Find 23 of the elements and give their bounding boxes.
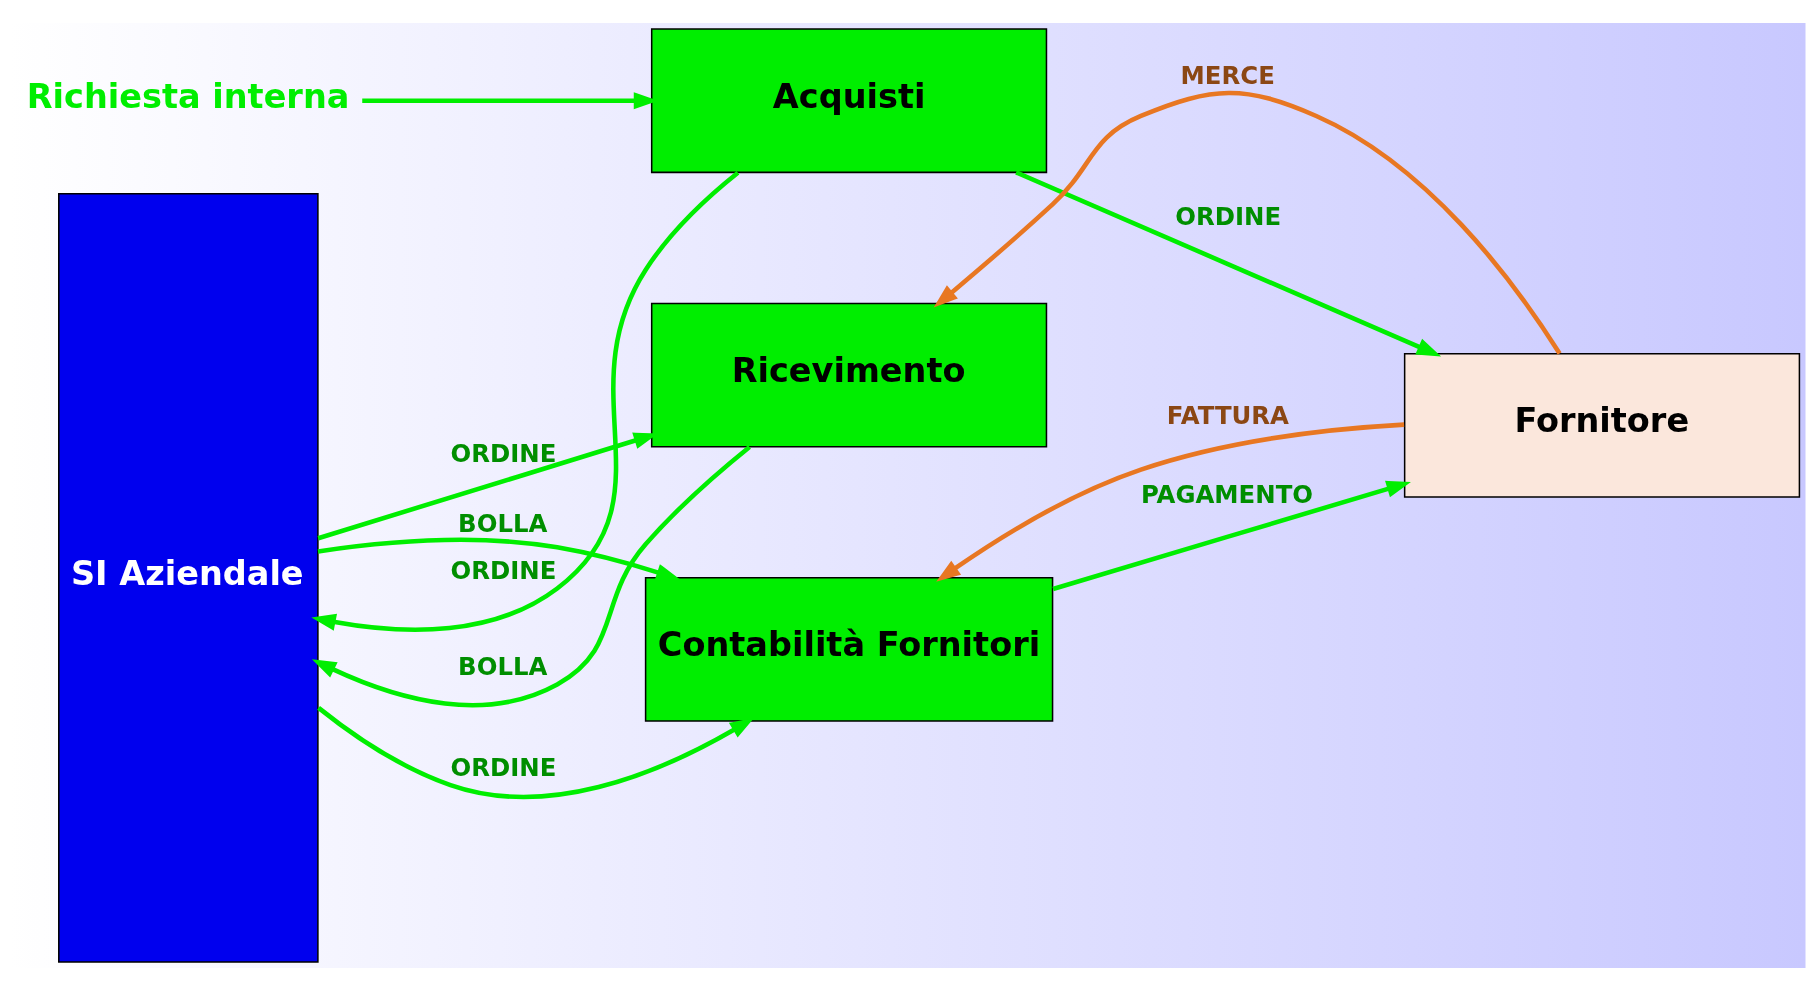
node-box: Fornitore bbox=[1403, 352, 1801, 498]
node-box: Acquisti bbox=[650, 27, 1048, 173]
arrow bbox=[933, 90, 1562, 355]
edge-label: MERCE bbox=[1180, 60, 1275, 90]
node-box: Contabilità Fornitori bbox=[644, 576, 1054, 722]
edge-label: PAGAMENTO bbox=[1140, 479, 1313, 509]
edge-label: ORDINE bbox=[450, 438, 557, 468]
edge-label: BOLLA bbox=[458, 651, 548, 681]
arrow bbox=[317, 705, 755, 799]
arrow bbox=[311, 170, 740, 632]
arrow bbox=[317, 537, 681, 580]
node-text: Richiesta interna bbox=[26, 76, 350, 116]
edge-label: ORDINE bbox=[1175, 201, 1282, 231]
edge-label: FATTURA bbox=[1166, 400, 1289, 430]
arrow bbox=[1052, 480, 1411, 591]
node-box: Ricevimento bbox=[650, 302, 1048, 447]
node-box: SI Aziendale bbox=[58, 192, 319, 963]
edge-label: ORDINE bbox=[450, 555, 557, 585]
edge-label: BOLLA bbox=[458, 508, 548, 538]
edge-label: ORDINE bbox=[450, 752, 557, 782]
arrow bbox=[311, 444, 751, 707]
arrow bbox=[936, 421, 1405, 582]
arrow bbox=[1015, 169, 1442, 356]
